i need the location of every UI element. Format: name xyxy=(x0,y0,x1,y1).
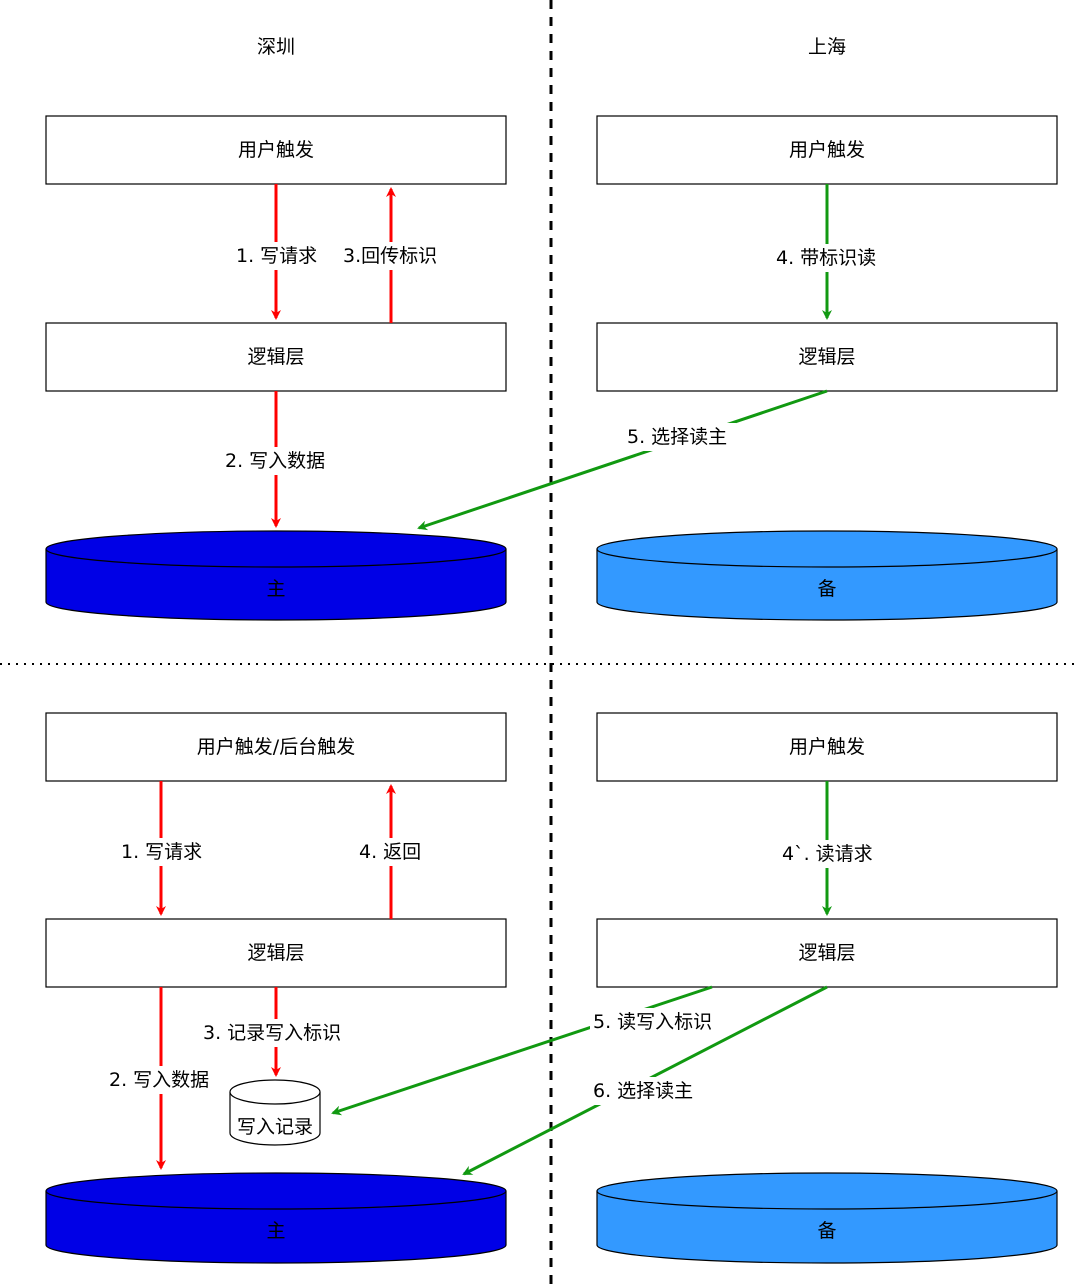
top-sz-db-label: 主 xyxy=(266,578,285,600)
bottom-sz-record-db-label: 写入记录 xyxy=(237,1116,313,1138)
bottom-sz-record-db xyxy=(229,1079,321,1146)
bottom-sz-write-data-label: 2. 写入数据 xyxy=(109,1069,209,1091)
top-sh-db-label: 备 xyxy=(817,578,836,600)
bottom-sz-master-db xyxy=(45,1172,507,1264)
region-title-shanghai: 上海 xyxy=(808,36,846,58)
top-sz-logic-box xyxy=(45,322,507,392)
bottom-sh-user-box xyxy=(596,712,1058,782)
top-sz-write-data-label: 2. 写入数据 xyxy=(225,450,325,472)
bottom-sh-user-label: 用户触发 xyxy=(789,736,865,758)
region-title-shenzhen: 深圳 xyxy=(257,36,295,58)
bottom-sh-logic-box xyxy=(596,918,1058,988)
top-sh-choose-master-arrow xyxy=(417,389,828,531)
bottom-sz-user-label: 用户触发/后台触发 xyxy=(197,736,355,758)
bottom-sz-logic-box xyxy=(45,918,507,988)
bottom-sz-write-request-label: 1. 写请求 xyxy=(121,841,202,863)
top-sz-user-label: 用户触发 xyxy=(238,139,314,161)
top-sh-logic-box xyxy=(596,322,1058,392)
top-sh-logic-label: 逻辑层 xyxy=(798,346,855,368)
top-sz-return-token-label: 3.回传标识 xyxy=(343,245,437,267)
bottom-sh-read-request-label: 4`. 读请求 xyxy=(782,843,873,865)
bottom-sz-db-label: 主 xyxy=(266,1220,285,1242)
top-sh-choose-master-label: 5. 选择读主 xyxy=(627,426,727,448)
top-sz-logic-label: 逻辑层 xyxy=(247,346,304,368)
bottom-sz-user-box xyxy=(45,712,507,782)
top-sh-user-label: 用户触发 xyxy=(789,139,865,161)
bottom-sh-logic-label: 逻辑层 xyxy=(798,942,855,964)
top-sh-standby-db xyxy=(596,530,1058,621)
bottom-sz-logic-label: 逻辑层 xyxy=(247,942,304,964)
bottom-sz-record-token-label: 3. 记录写入标识 xyxy=(203,1022,341,1044)
top-sz-master-db xyxy=(45,530,507,621)
top-sh-user-box xyxy=(596,115,1058,185)
top-sh-read-with-token-label: 4. 带标识读 xyxy=(776,247,876,269)
bottom-sh-choose-master-label: 6. 选择读主 xyxy=(593,1080,693,1102)
bottom-sz-return-label: 4. 返回 xyxy=(359,841,421,863)
bottom-sh-standby-db xyxy=(596,1172,1058,1264)
bottom-sh-db-label: 备 xyxy=(817,1220,836,1242)
top-sz-write-request-label: 1. 写请求 xyxy=(236,245,317,267)
bottom-sh-read-token-label: 5. 读写入标识 xyxy=(593,1011,712,1033)
